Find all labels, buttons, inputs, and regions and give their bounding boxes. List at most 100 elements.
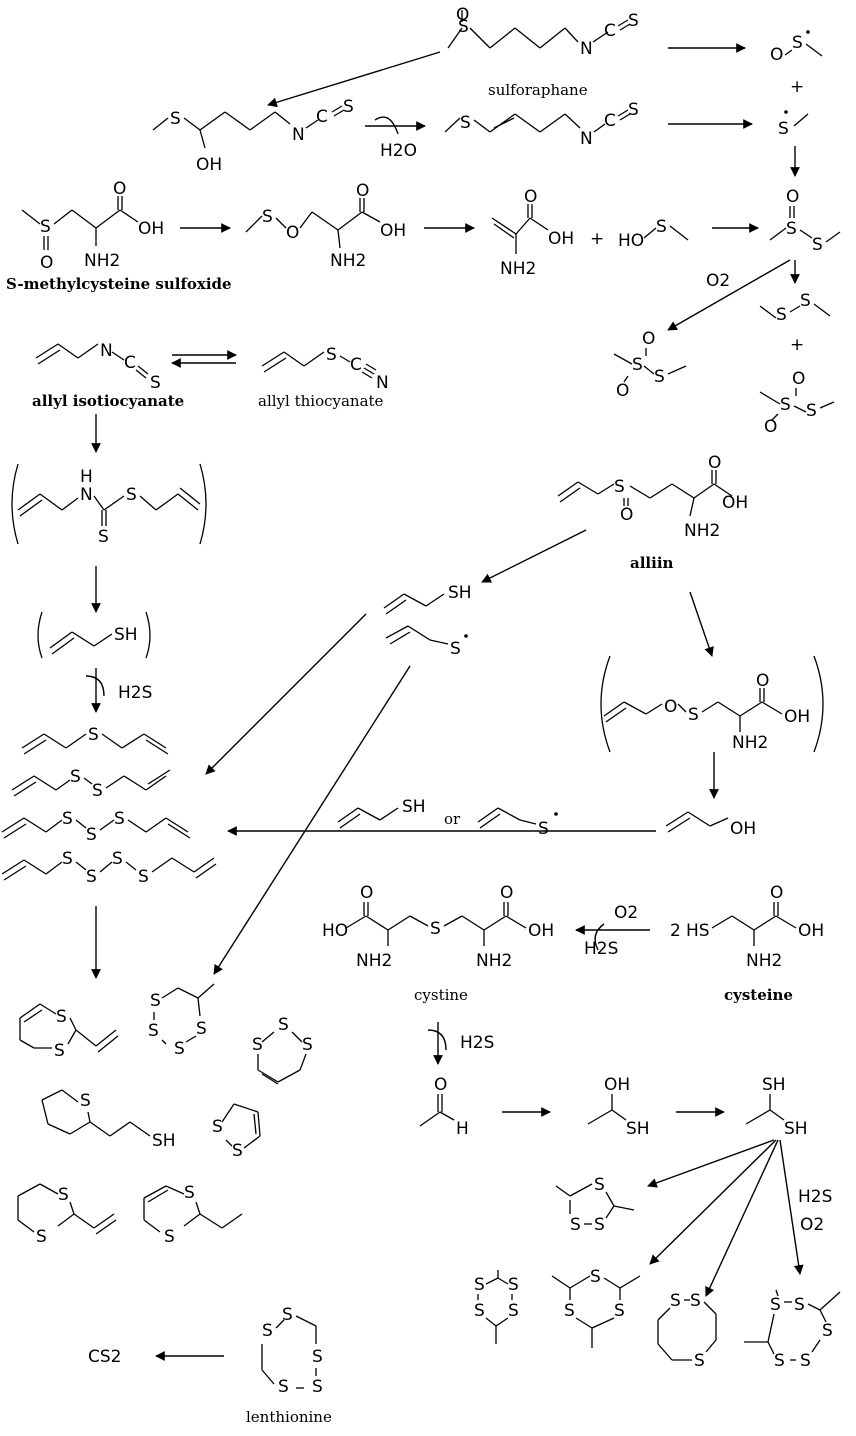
allylthiyl-radical: S — [385, 625, 468, 659]
atom-n: N — [580, 39, 593, 59]
svg-text:S: S — [88, 725, 99, 745]
svg-text:S: S — [326, 345, 337, 365]
svg-text:S: S — [148, 1021, 159, 1041]
allyl-mercaptan: SH — [383, 583, 472, 615]
vinyl-dithiin: S S — [19, 1003, 119, 1061]
svg-text:S: S — [694, 1351, 705, 1371]
vinyl-dithiane: S S — [17, 1183, 117, 1247]
svg-text:O2: O2 — [706, 271, 730, 291]
svg-text:S: S — [232, 1141, 243, 1161]
svg-text:N: N — [80, 485, 93, 505]
methylsulfinyl-radical: O S — [770, 30, 823, 65]
svg-text:S: S — [278, 1377, 289, 1397]
svg-text:O: O — [770, 883, 783, 903]
svg-text:or: or — [444, 810, 461, 828]
svg-text:S: S — [54, 1041, 65, 1061]
svg-text:N: N — [292, 125, 305, 145]
sulforaphane-structure: S O N C S — [447, 5, 639, 59]
dithiol-product-arrows: H2S O2 — [647, 1139, 832, 1297]
svg-text:C: C — [350, 355, 362, 375]
cysteine-structure: 2 HS NH2 O OH — [670, 883, 824, 971]
svg-text:S: S — [170, 109, 181, 129]
svg-text:SH: SH — [152, 1131, 176, 1151]
atom-s: S — [458, 17, 469, 37]
svg-text:OH: OH — [528, 921, 554, 941]
svg-text:O: O — [642, 329, 655, 349]
svg-text:N: N — [580, 129, 593, 149]
svg-text:OH: OH — [380, 221, 406, 241]
svg-text:S: S — [806, 401, 817, 421]
svg-text:S: S — [656, 217, 667, 237]
methyl-methanethiosulfonate-left: O S O S — [613, 329, 687, 401]
methylthiyl-radical: S — [778, 110, 809, 139]
reaction-arrow — [481, 529, 587, 583]
h2s-loss-arrow: H2S — [85, 668, 152, 713]
svg-text:O: O — [434, 1075, 447, 1095]
allyl-isothiocyanate-label: allyl isotiocyanate — [32, 392, 184, 410]
svg-text:S: S — [614, 477, 625, 497]
ethanedithiol: SH SH — [745, 1075, 808, 1139]
svg-text:O: O — [792, 369, 805, 389]
svg-text:S: S — [92, 781, 103, 801]
svg-text:HS: HS — [686, 921, 710, 941]
svg-text:S: S — [164, 1227, 175, 1247]
alliin-structure: S O NH2 O OH — [557, 453, 748, 541]
svg-text:O: O — [500, 883, 513, 903]
svg-text:S: S — [778, 119, 789, 139]
plus-sign: + — [790, 77, 804, 97]
svg-text:S: S — [670, 1291, 681, 1311]
svg-text:NH2: NH2 — [476, 951, 512, 971]
allyl-alcohol-arrow: SH or S — [227, 797, 656, 839]
svg-text:S: S — [150, 373, 161, 393]
reaction-arrow — [689, 591, 714, 657]
svg-text:S: S — [786, 219, 797, 239]
svg-text:OH: OH — [196, 155, 222, 175]
acetaldehyde: O H — [419, 1075, 469, 1139]
svg-text:S: S — [632, 355, 643, 375]
ethyl-dithiin: S S — [143, 1183, 243, 1247]
svg-text:S: S — [812, 235, 823, 255]
svg-text:O: O — [113, 179, 126, 199]
sulfenate-ester: S O NH2 O OH — [245, 181, 406, 271]
svg-text:O: O — [756, 671, 769, 691]
hydroxy-isothiocyanate: S OH N C S — [152, 97, 354, 175]
svg-text:S: S — [538, 819, 549, 839]
svg-text:H2S: H2S — [118, 683, 152, 703]
svg-text:O2: O2 — [800, 1215, 824, 1235]
svg-text:HO: HO — [322, 921, 348, 941]
svg-text:H2S: H2S — [460, 1033, 494, 1053]
svg-text:S: S — [138, 867, 149, 887]
svg-text:H2O: H2O — [380, 141, 417, 161]
svg-text:S: S — [262, 1321, 273, 1341]
svg-text:C: C — [124, 353, 136, 373]
svg-text:C: C — [316, 107, 328, 127]
svg-text:S: S — [56, 1007, 67, 1027]
svg-text:S: S — [822, 1321, 833, 1341]
svg-text:N: N — [100, 341, 113, 361]
svg-text:S: S — [776, 305, 787, 325]
svg-text:S: S — [570, 1215, 581, 1235]
svg-text:C: C — [604, 111, 616, 131]
cs2-label: CS2 — [88, 1347, 121, 1367]
tetrathiepane: S S S S S — [744, 1289, 841, 1371]
reaction-arrow — [267, 51, 441, 108]
h2s-loss-arrow-2: H2S — [427, 1022, 494, 1065]
svg-text:NH2: NH2 — [732, 733, 768, 753]
trithiepane: S S S — [657, 1291, 717, 1371]
svg-text:S: S — [302, 1035, 313, 1055]
svg-text:OH: OH — [784, 707, 810, 727]
svg-text:NH2: NH2 — [500, 259, 536, 279]
plus-sign: + — [790, 335, 804, 355]
svg-text:S: S — [688, 705, 699, 725]
svg-text:H: H — [80, 467, 93, 487]
svg-text:S: S — [126, 485, 137, 505]
svg-text:S: S — [174, 1039, 185, 1059]
svg-text:OH: OH — [604, 1075, 630, 1095]
dithiole: S S — [212, 1103, 261, 1161]
svg-text:O: O — [764, 417, 777, 437]
svg-text:OH: OH — [798, 921, 824, 941]
allyl-sulfenate-intermediate: O S NH2 O OH — [600, 655, 824, 753]
svg-text:S: S — [114, 809, 125, 829]
svg-text:OH: OH — [138, 219, 164, 239]
